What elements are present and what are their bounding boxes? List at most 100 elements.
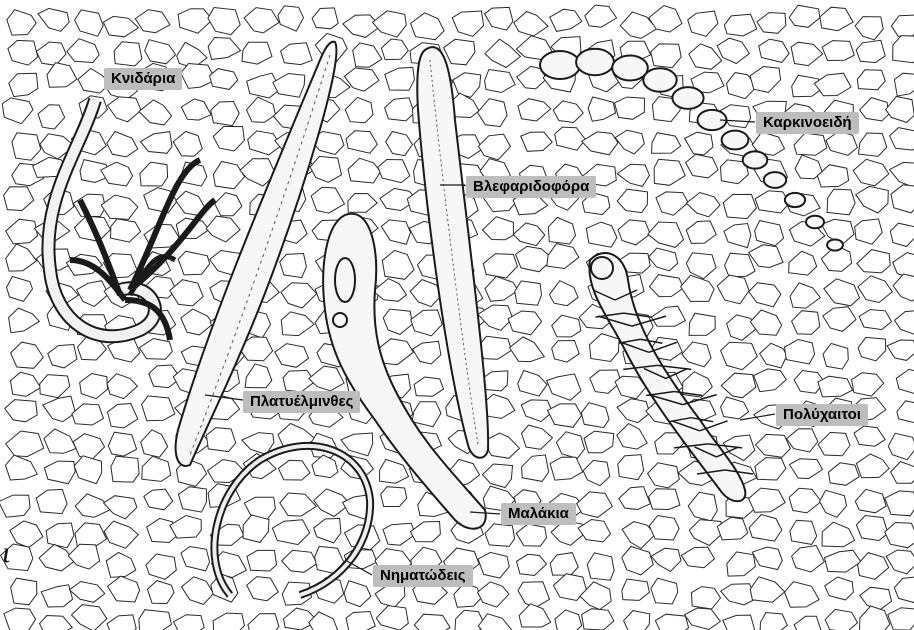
sand-grain	[74, 456, 102, 484]
sand-grain	[893, 36, 914, 63]
sand-grain	[312, 455, 338, 478]
sand-grain	[411, 310, 442, 336]
sand-grain	[688, 11, 718, 36]
sand-grain	[648, 222, 684, 247]
sand-grain	[820, 490, 847, 517]
sand-grain	[822, 41, 854, 61]
sand-grain	[10, 521, 43, 548]
sand-grain	[519, 604, 551, 627]
sand-grain	[618, 455, 644, 480]
sand-grain	[242, 42, 272, 64]
sand-grain	[822, 522, 855, 547]
sand-grain	[213, 613, 244, 630]
sand-grain	[897, 401, 914, 424]
sand-grain	[858, 553, 889, 580]
sand-grain	[11, 372, 41, 396]
sand-grain	[885, 491, 914, 516]
sand-grain	[247, 97, 276, 122]
sand-grain	[454, 584, 482, 607]
sand-grain	[208, 38, 241, 60]
sand-grain	[281, 312, 314, 336]
sand-grain	[141, 430, 168, 457]
sand-grain	[382, 250, 414, 279]
sand-grain	[685, 608, 721, 630]
sand-grain	[346, 131, 377, 154]
sand-grain	[383, 523, 416, 545]
sand-grain	[789, 251, 817, 275]
sand-grain	[724, 224, 751, 248]
sand-grain	[577, 492, 613, 518]
sand-grain	[211, 102, 240, 126]
sand-grain	[721, 397, 749, 419]
sand-grain	[281, 43, 313, 65]
sand-grain	[681, 547, 714, 568]
sand-grain	[757, 13, 786, 34]
sand-grain	[682, 342, 711, 367]
sand-grain	[4, 187, 34, 211]
sand-grain	[38, 105, 65, 129]
sand-grain	[828, 463, 859, 486]
sand-grain	[860, 587, 892, 610]
sand-grain	[790, 520, 817, 544]
sand-grain	[622, 579, 650, 600]
sand-grain	[649, 516, 679, 541]
sand-grain	[547, 244, 579, 269]
label-mollusca: Μαλάκια	[501, 503, 576, 525]
sand-grain	[309, 366, 344, 391]
sand-grain	[752, 547, 782, 569]
sand-grain	[814, 73, 851, 96]
sand-grain	[790, 283, 820, 308]
sand-grain	[281, 283, 317, 308]
sand-grain	[4, 608, 36, 630]
sand-grain	[721, 373, 756, 398]
label-nematoda: Νηματώδεις	[373, 565, 473, 587]
sand-grain	[686, 193, 720, 217]
sand-grain	[552, 315, 581, 337]
sand-grain	[312, 8, 338, 29]
sand-grain	[549, 281, 578, 306]
sand-grain	[114, 42, 142, 66]
sand-grain	[886, 96, 914, 122]
sand-grain	[11, 342, 44, 368]
sand-grain	[244, 8, 279, 33]
sand-grain	[107, 132, 138, 157]
sand-grain	[373, 279, 406, 302]
sand-grain	[452, 11, 483, 36]
sand-grain	[48, 345, 77, 368]
sand-grain	[6, 244, 37, 271]
sand-grain	[556, 432, 584, 459]
sand-grain	[412, 402, 441, 427]
sand-grain	[749, 283, 781, 307]
sand-grain	[749, 245, 784, 268]
sand-grain	[617, 189, 647, 213]
crustacean-segment	[643, 68, 676, 91]
sand-grain	[5, 400, 38, 422]
sand-grain	[825, 577, 854, 600]
sand-grain	[67, 39, 99, 63]
sand-grain	[858, 337, 886, 360]
sand-grain	[785, 340, 815, 365]
sand-grain	[213, 162, 244, 189]
sand-grain	[111, 219, 141, 242]
sand-grain	[516, 524, 546, 546]
sand-grain	[170, 280, 203, 306]
sand-grain	[521, 132, 553, 151]
sand-grain	[345, 97, 373, 122]
sand-grain	[9, 308, 40, 333]
sand-grain	[508, 311, 541, 335]
sand-grain	[588, 97, 616, 121]
sand-grain	[40, 375, 70, 398]
sand-grain	[376, 606, 408, 630]
sand-grain	[206, 216, 240, 242]
sand-grain	[178, 487, 206, 512]
sand-grain	[75, 10, 104, 36]
sand-grain	[586, 222, 617, 247]
sand-grain	[144, 489, 173, 510]
sand-grain	[823, 307, 856, 332]
sand-grain	[856, 454, 889, 478]
sand-grain	[651, 548, 681, 571]
sand-grain	[280, 254, 307, 278]
sand-grain	[891, 15, 914, 36]
sand-grain	[790, 459, 823, 479]
